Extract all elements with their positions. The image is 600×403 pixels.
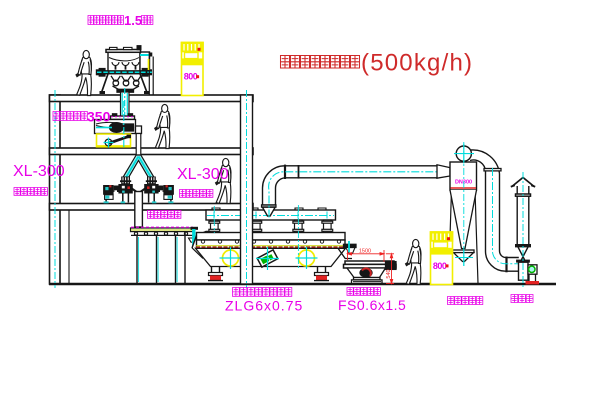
svg-text:800: 800 <box>433 261 447 271</box>
svg-text:(500kg/h): (500kg/h) <box>361 50 473 77</box>
svg-text:800: 800 <box>184 72 198 82</box>
svg-text:ZLG6x0.75: ZLG6x0.75 <box>225 298 303 314</box>
svg-text:XL-300: XL-300 <box>13 163 65 180</box>
svg-text:XL-300: XL-300 <box>177 166 229 183</box>
svg-text:1.5: 1.5 <box>124 13 142 28</box>
svg-text:350: 350 <box>87 109 111 125</box>
svg-text:FS0.6x1.5: FS0.6x1.5 <box>338 297 406 313</box>
svg-text:540: 540 <box>386 269 392 278</box>
svg-text:1500: 1500 <box>359 249 371 255</box>
